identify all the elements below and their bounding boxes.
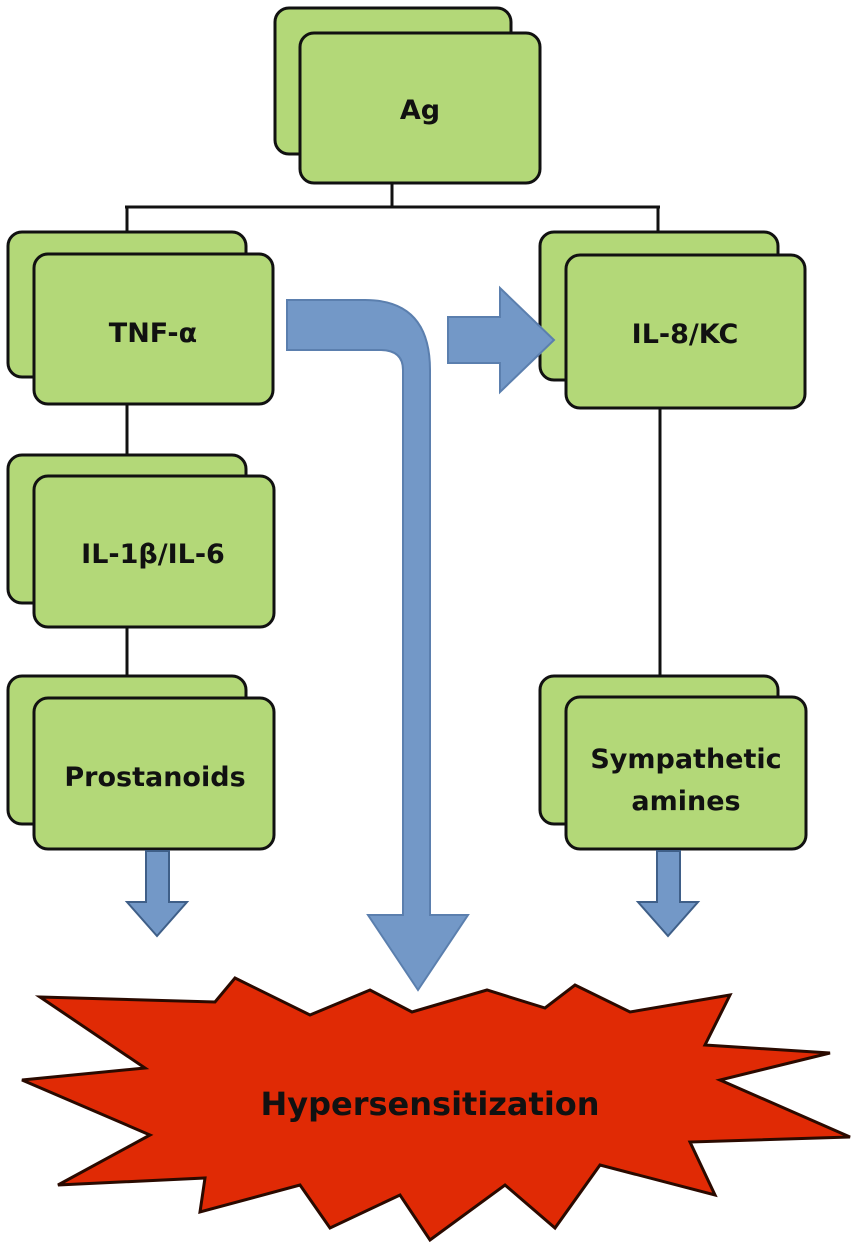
node-il8-kc: IL-8/KC <box>538 230 807 410</box>
node-tnf-front <box>32 252 275 406</box>
node-ag-front <box>298 31 542 185</box>
node-il1-front <box>32 474 276 629</box>
node-il1-label: IL-1β/IL-6 <box>81 539 225 570</box>
tnf-to-il8-arrow <box>447 285 556 395</box>
node-il8-front <box>564 253 807 410</box>
node-sympathetic-amines: Sympathetic amines <box>538 674 808 851</box>
node-ag-label: Ag <box>400 95 440 126</box>
hypersensitization-burst: Hypersensitization <box>21 976 851 1243</box>
node-sympathetic-label-line1: Sympathetic <box>590 744 781 775</box>
node-sympathetic-front <box>564 695 808 851</box>
hypersensitization-label: Hypersensitization <box>260 1085 599 1123</box>
node-prostanoids: Prostanoids <box>6 674 276 851</box>
prostanoids-down-arrow <box>124 850 190 938</box>
tnf-curved-arrow <box>286 299 470 992</box>
node-ag: Ag <box>273 6 542 185</box>
node-il8-label: IL-8/KC <box>632 319 739 350</box>
node-sympathetic-label-line2: amines <box>631 786 740 817</box>
burst-shape <box>21 976 851 1243</box>
node-tnf-alpha: TNF-α <box>6 230 275 406</box>
node-il1b-il6: IL-1β/IL-6 <box>6 453 276 629</box>
node-tnf-label: TNF-α <box>109 318 197 349</box>
node-prostanoids-label: Prostanoids <box>64 762 245 793</box>
node-prostanoids-front <box>32 696 276 851</box>
connector-lines <box>125 183 662 676</box>
sympathetic-down-arrow <box>635 850 701 938</box>
